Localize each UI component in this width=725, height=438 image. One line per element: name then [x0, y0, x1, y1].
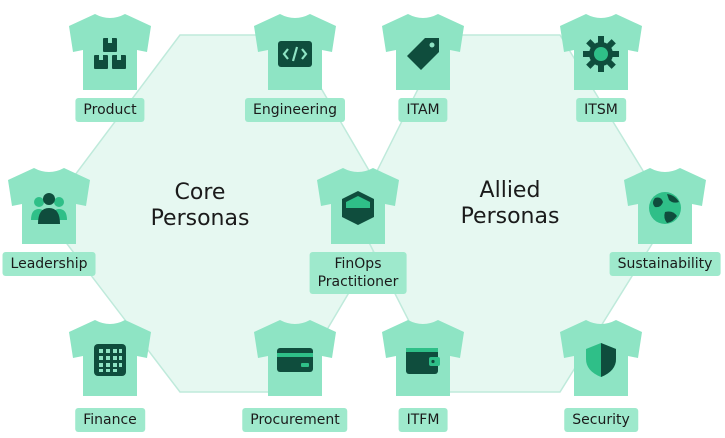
- core-title-line1: Core: [174, 180, 226, 205]
- persona-label: Finance: [75, 408, 145, 432]
- persona-finance: Finance: [65, 318, 155, 438]
- gear-icon: [583, 36, 619, 72]
- persona-procurement: Procurement: [242, 318, 348, 438]
- wallet-icon: [406, 348, 440, 374]
- persona-label: Procurement: [242, 408, 348, 432]
- persona-itfm: ITFM: [378, 318, 468, 438]
- persona-label: FinOps Practitioner: [309, 252, 407, 294]
- persona-label: Sustainability: [609, 252, 721, 276]
- persona-label: Product: [75, 98, 145, 122]
- allied-title-line1: Allied: [479, 178, 541, 203]
- persona-product: Product: [65, 12, 155, 132]
- persona-itsm: ITSM: [556, 12, 646, 132]
- code-icon: [278, 41, 312, 67]
- persona-finops-practitioner: FinOps Practitioner: [309, 166, 407, 294]
- shield-icon: [586, 343, 616, 377]
- persona-label: ITAM: [398, 98, 448, 122]
- allied-personas-title: Allied Personas: [450, 178, 570, 230]
- persona-label: Leadership: [2, 252, 96, 276]
- persona-security: Security: [556, 318, 646, 438]
- persona-sustainability: Sustainability: [609, 166, 721, 286]
- tag-icon: [407, 38, 439, 70]
- persona-label: Engineering: [245, 98, 345, 122]
- calculator-icon: [94, 344, 126, 376]
- shield-hex-icon: [342, 191, 374, 225]
- persona-itam: ITAM: [378, 12, 468, 132]
- people-icon: [31, 193, 67, 224]
- persona-label: ITSM: [576, 98, 626, 122]
- shirt-shape: [8, 168, 90, 244]
- core-personas-title: Core Personas: [140, 180, 260, 232]
- credit-card-icon: [277, 348, 313, 372]
- persona-label: Security: [564, 408, 638, 432]
- persona-engineering: Engineering: [245, 12, 345, 132]
- globe-icon: [649, 192, 681, 224]
- core-title-line2: Personas: [150, 206, 250, 231]
- boxes-icon: [94, 38, 126, 69]
- allied-title-line2: Personas: [460, 204, 560, 229]
- persona-label: ITFM: [398, 408, 448, 432]
- persona-leadership: Leadership: [2, 166, 96, 286]
